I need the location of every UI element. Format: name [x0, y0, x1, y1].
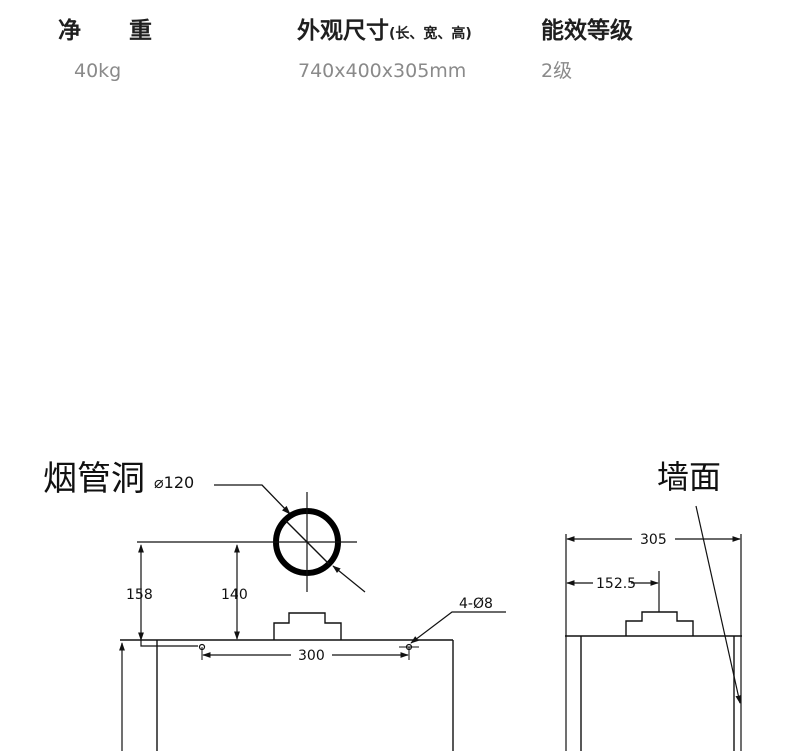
weight-label-char-1: 净 [58, 18, 83, 44]
holes-leader-line [410, 611, 506, 644]
dim-158-label: 158 [126, 587, 153, 603]
dim-152-label: 152.5 [596, 576, 636, 592]
dimensions-label-main: 外观尺寸 [297, 18, 389, 44]
wall-label: 墙面 [657, 458, 721, 496]
flue-hole-label: 烟管洞 [43, 459, 145, 499]
dim-140-label: 140 [221, 587, 248, 603]
side-flue-outlet [625, 611, 694, 636]
flue-diameter-line [284, 519, 330, 565]
energy-value: 2级 [541, 60, 573, 82]
flue-diameter-leader [332, 565, 366, 593]
energy-label: 能效等级 [541, 18, 633, 44]
dimensions-value: 740x400x305mm [298, 60, 467, 82]
dimensions-label-suffix: (长、宽、高) [389, 26, 472, 42]
flue-hole-diameter: ⌀120 [154, 473, 194, 492]
unit-front-view [119, 612, 454, 751]
dim-300-label: 300 [298, 648, 325, 664]
weight-value: 40kg [74, 60, 122, 82]
flue-hole [137, 492, 366, 593]
dimensions-label: 外观尺寸(长、宽、高) [297, 14, 472, 51]
weight-label: 净重 [58, 14, 154, 48]
front-left-bracket [140, 640, 198, 647]
wall-leader-line [695, 505, 742, 704]
dim-305-label: 305 [640, 532, 667, 548]
holes-label: 4-Ø8 [459, 596, 493, 612]
weight-label-char-2: 重 [129, 18, 154, 44]
front-flue-outlet [273, 612, 342, 640]
flue-leader-line [214, 484, 291, 515]
